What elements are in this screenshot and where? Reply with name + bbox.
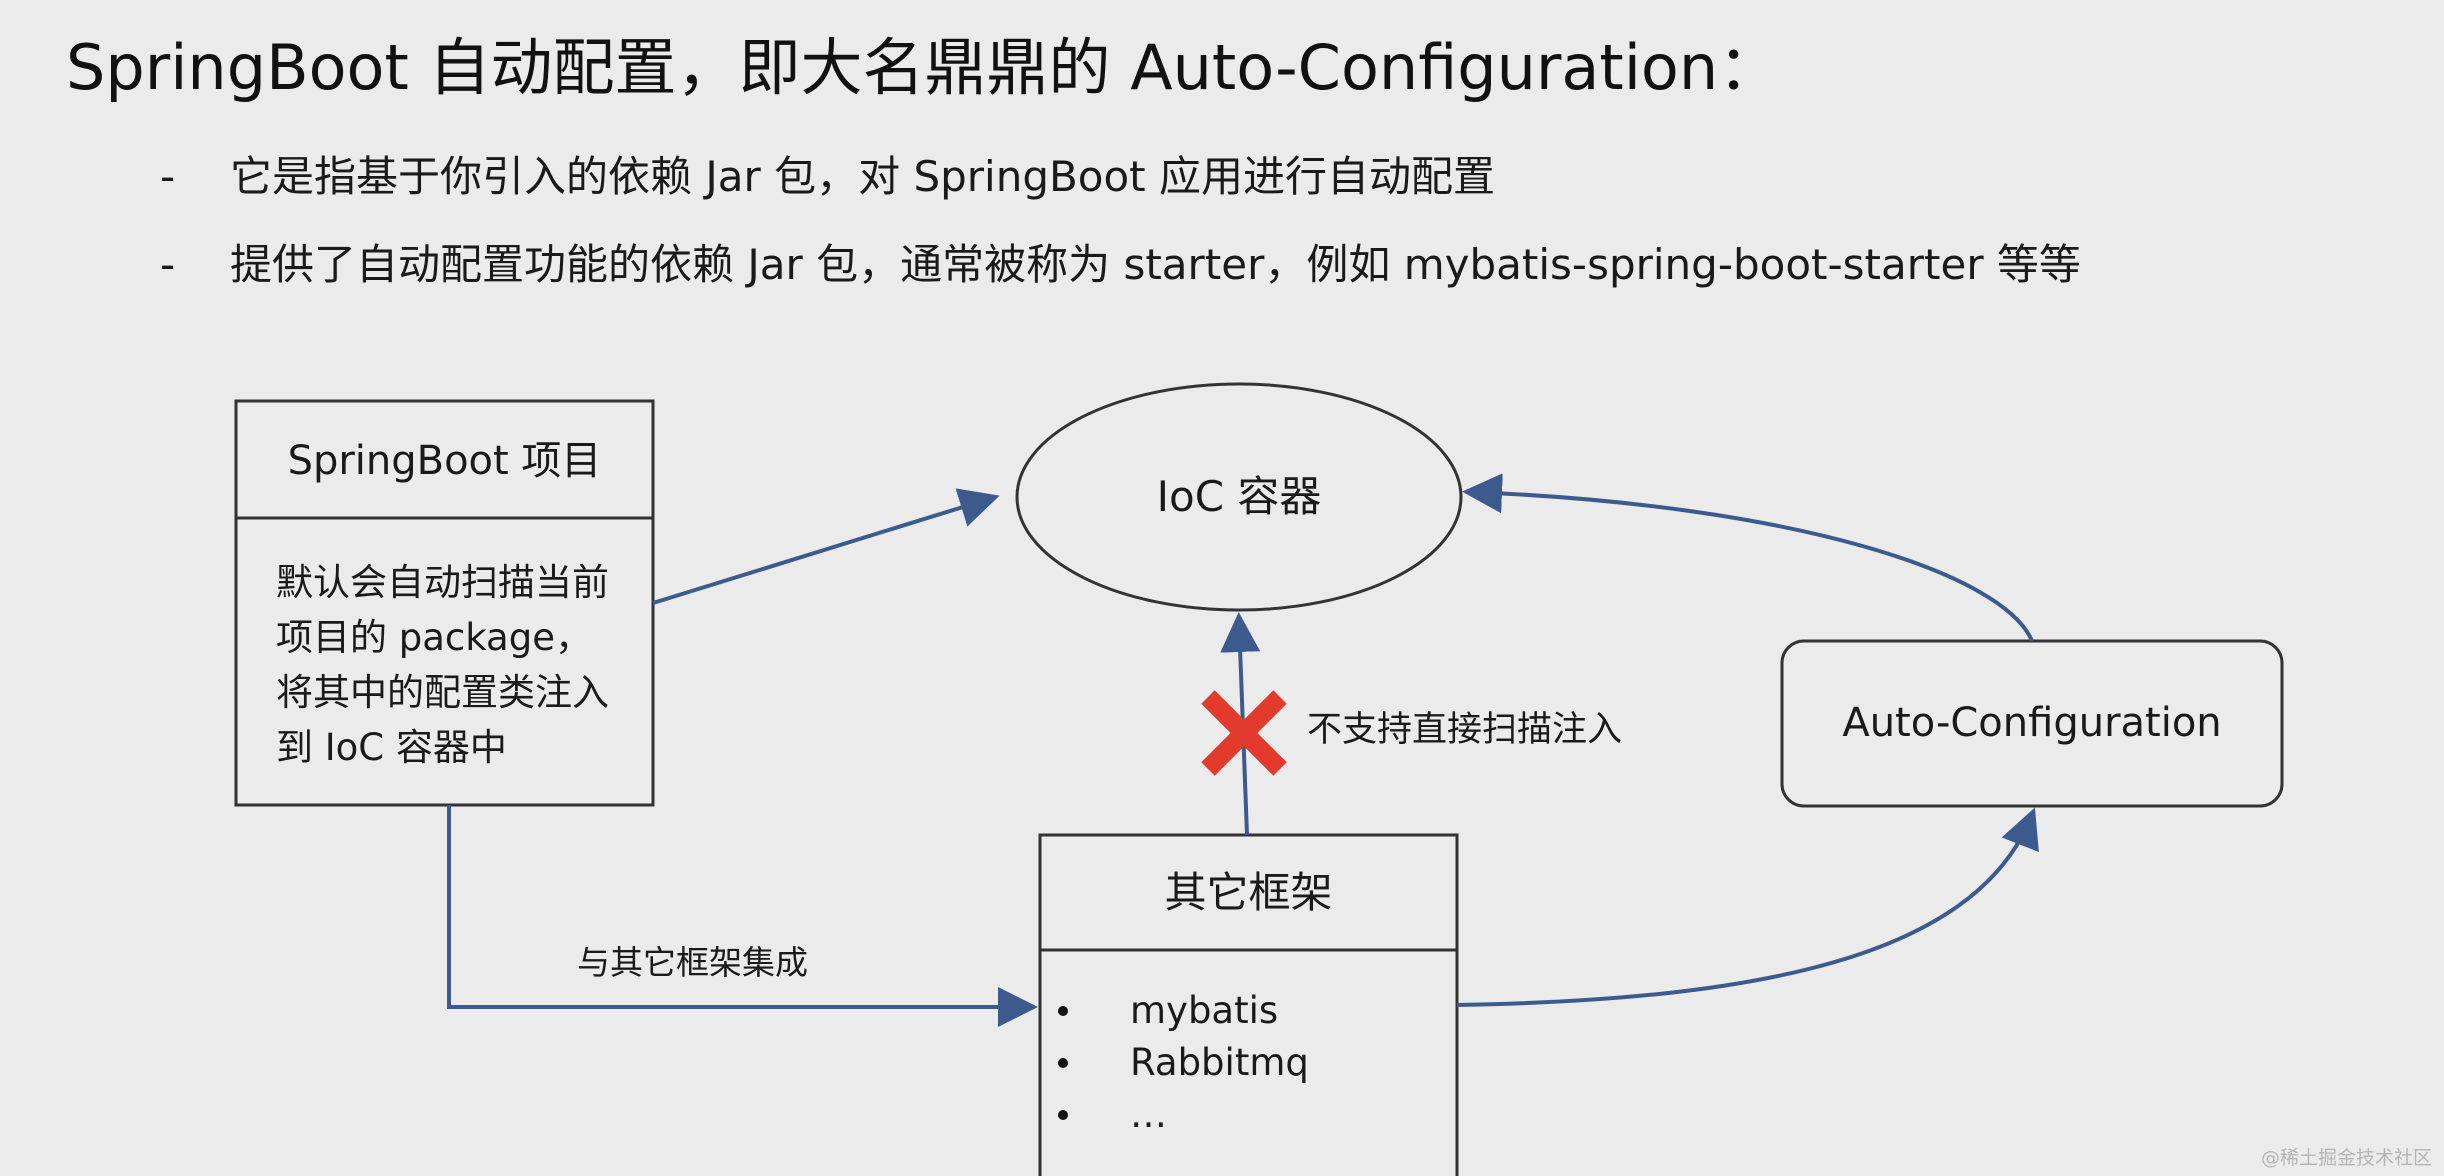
list-item: Rabbitmq	[1040, 1037, 1309, 1089]
list-item: mybatis	[1040, 985, 1309, 1037]
springboot-project-header: SpringBoot 项目	[287, 438, 602, 484]
arrow-autoconfig-to-ioc	[1462, 473, 2034, 642]
framework-list: mybatis Rabbitmq …	[1040, 985, 1309, 1141]
auto-configuration-label: Auto-Configuration	[1842, 700, 2222, 746]
cross-icon	[1201, 690, 1287, 776]
list-item: …	[1040, 1089, 1309, 1141]
bullet-dot	[1058, 1110, 1068, 1120]
arrow-springboot-to-frameworks	[447, 805, 1038, 1027]
ioc-container-label: IoC 容器	[1156, 472, 1322, 521]
list-item-text: mybatis	[1130, 989, 1279, 1032]
arrow-frameworks-to-autoconfig	[1456, 807, 2039, 1007]
list-item-text: …	[1130, 1093, 1167, 1136]
edge-label-integrate: 与其它框架集成	[577, 943, 808, 982]
bullet-text: 提供了自动配置功能的依赖 Jar 包，通常被称为 starter，例如 myba…	[230, 240, 2081, 289]
slide-title: SpringBoot 自动配置，即大名鼎鼎的 Auto-Configuratio…	[66, 31, 1781, 104]
other-frameworks-header: 其它框架	[1164, 868, 1333, 917]
bullet-text: 它是指基于你引入的依赖 Jar 包，对 SpringBoot 应用进行自动配置	[230, 152, 1496, 201]
bullet-dot	[1058, 1058, 1068, 1068]
list-item-text: Rabbitmq	[1130, 1041, 1309, 1084]
other-frameworks-box	[1038, 833, 1459, 1176]
bullet-marker: -	[160, 240, 176, 289]
bullet-dot	[1058, 1006, 1068, 1016]
arrow-springboot-to-ioc	[652, 488, 1000, 605]
watermark: @稀土掘金技术社区	[2260, 1147, 2432, 1169]
springboot-project-description: 默认会自动扫描当前项目的 package，将其中的配置类注入到 IoC 容器中	[276, 561, 609, 769]
ioc-container-ellipse	[1015, 382, 1463, 612]
bullet-marker: -	[160, 152, 176, 201]
edge-label-no-scan: 不支持直接扫描注入	[1307, 710, 1623, 750]
